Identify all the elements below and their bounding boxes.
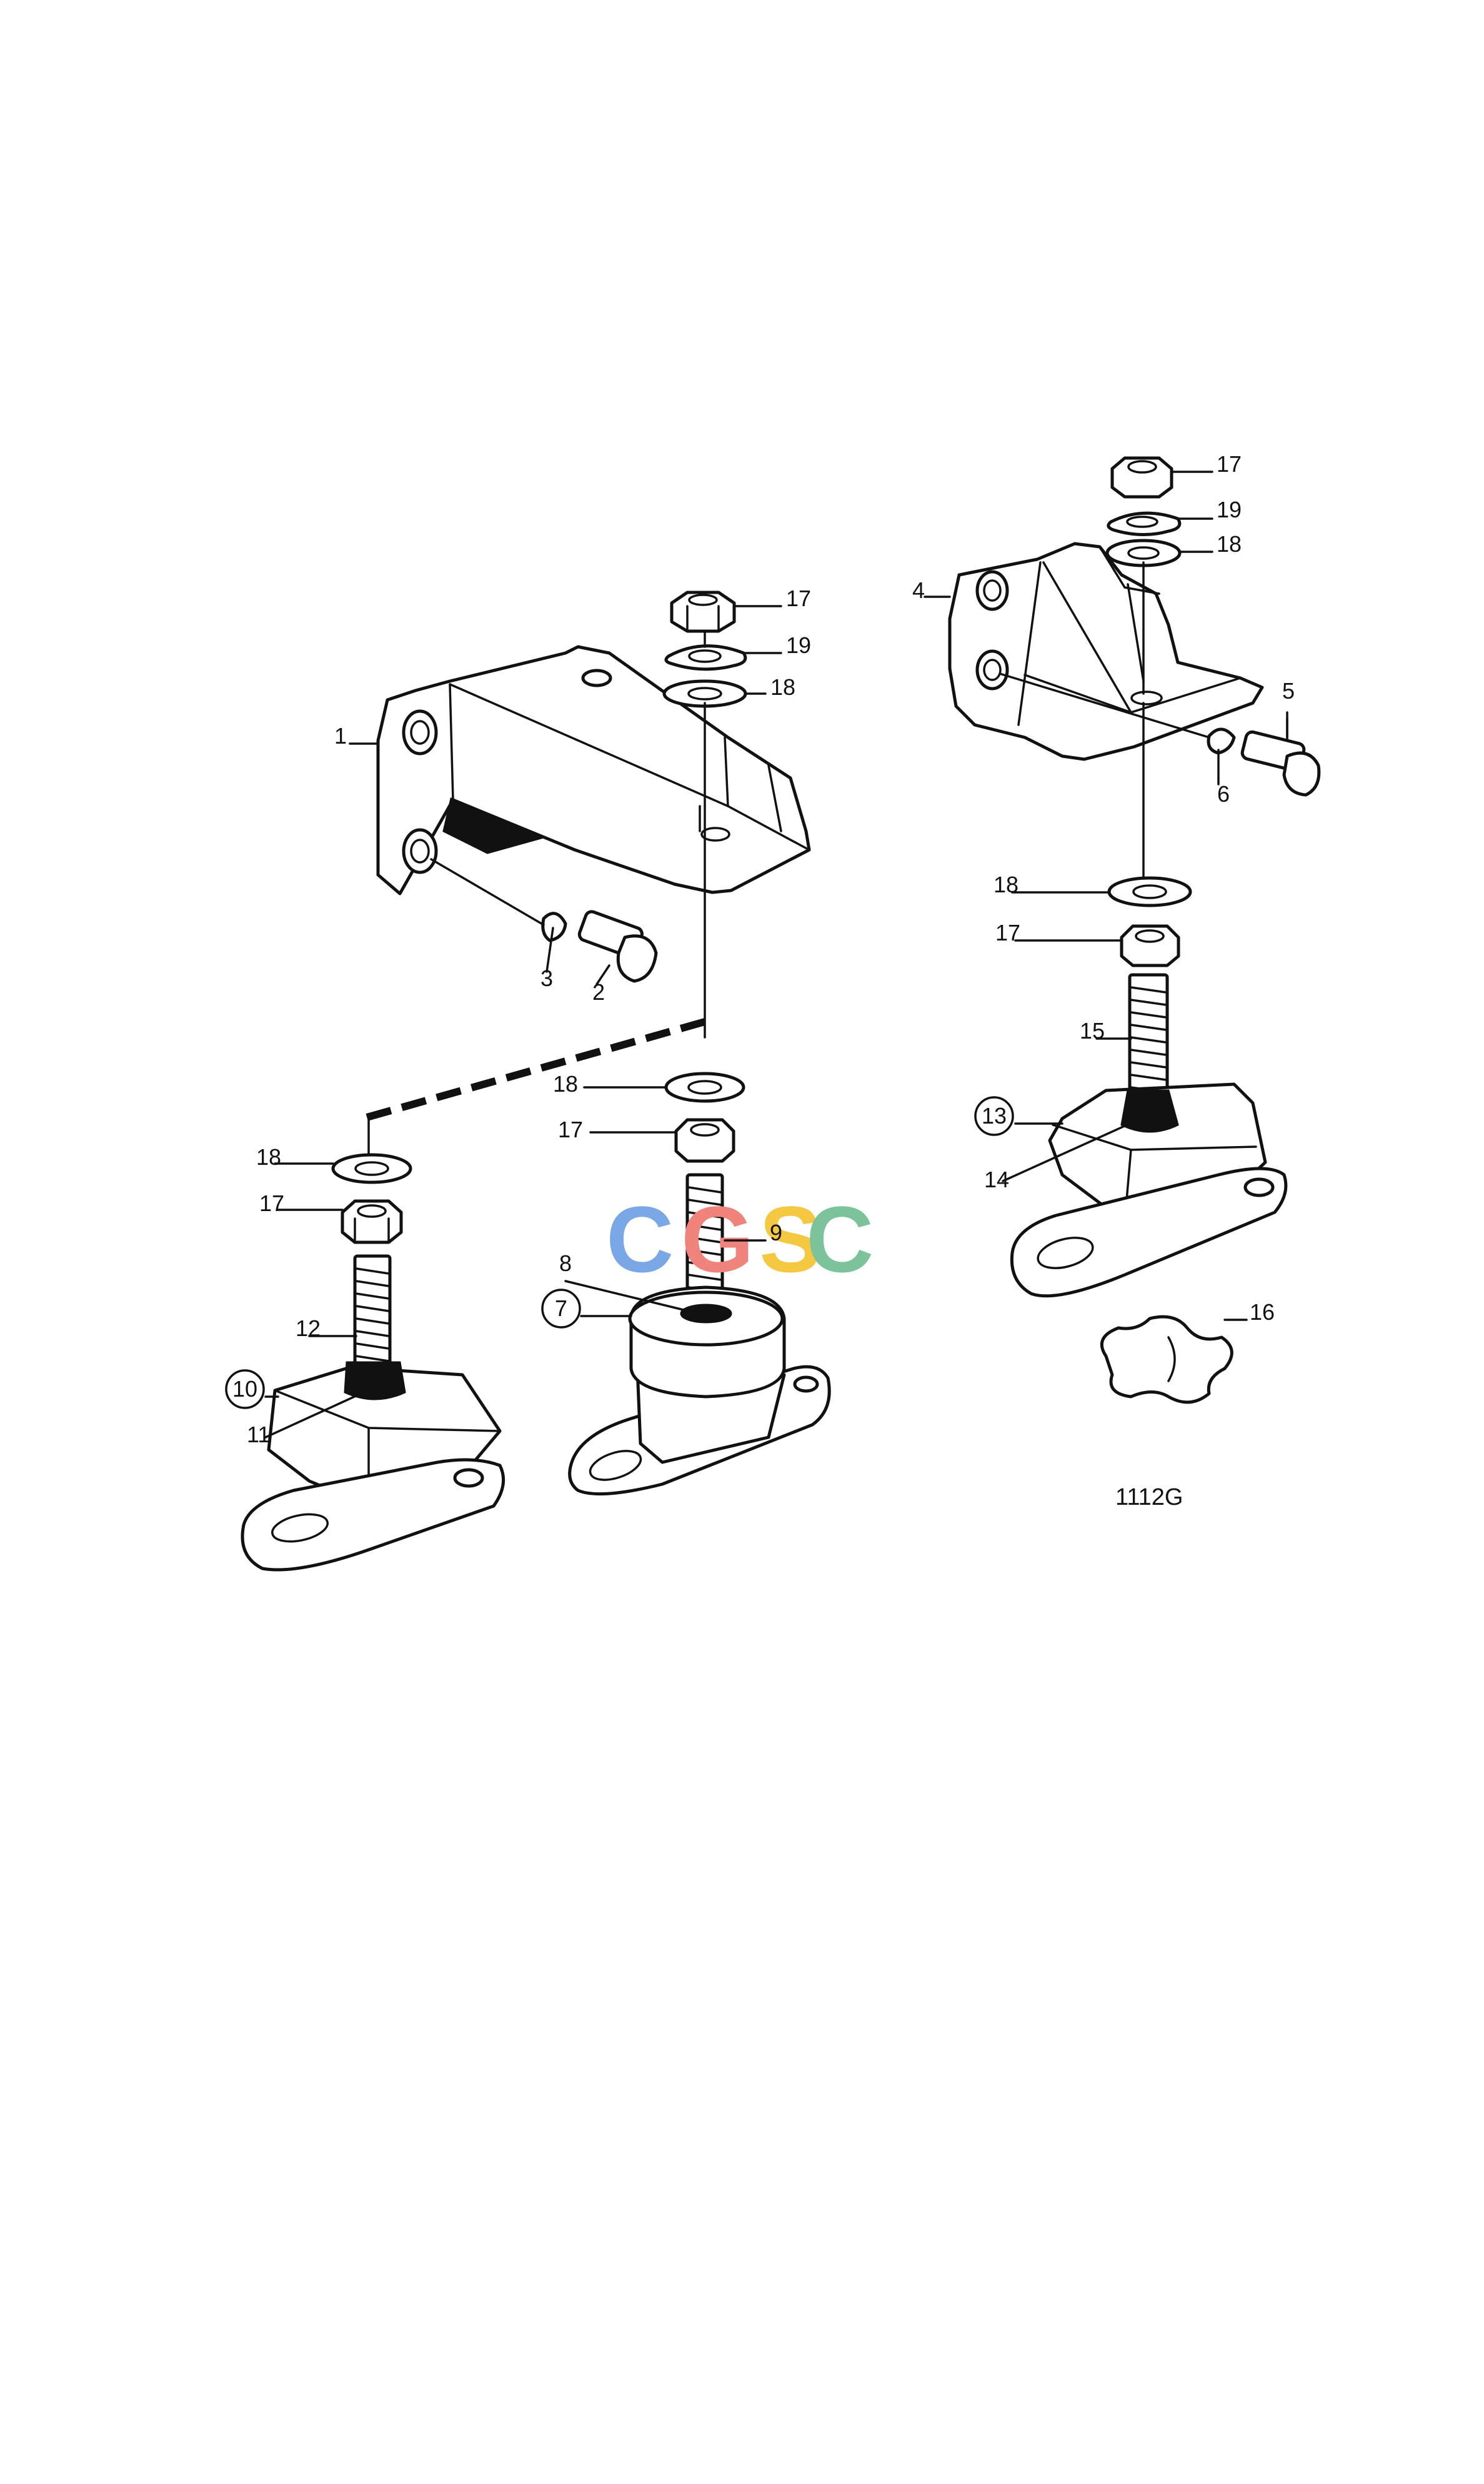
watermark-letter-c1: C <box>606 1187 674 1292</box>
leader-line-2 <box>595 964 610 985</box>
lock-washer-3 <box>430 858 567 951</box>
callout-17: 17 <box>995 920 1020 945</box>
washer-18-center <box>664 1072 745 1103</box>
leader-line-14 <box>1002 1120 1135 1182</box>
callout-10: 10 <box>232 1376 257 1402</box>
nut-17-center <box>674 1118 735 1163</box>
washer-18-left-bottom <box>331 1153 412 1184</box>
nut-17-left-top <box>670 591 736 633</box>
leader-line-11 <box>264 1392 362 1439</box>
callout-4: 4 <box>912 577 925 603</box>
callout-17: 17 <box>786 586 811 611</box>
lock-washer-6 <box>998 672 1236 779</box>
lock-washer-19-left <box>664 644 747 671</box>
callout-19: 19 <box>786 632 811 658</box>
watermark-letter-s: S <box>759 1187 822 1292</box>
callout-2: 2 <box>592 979 605 1005</box>
callout-18: 18 <box>256 1144 281 1170</box>
callout-16: 16 <box>1250 1299 1275 1325</box>
callout-5: 5 <box>1282 678 1295 704</box>
callout-11: 11 <box>247 1422 270 1447</box>
callout-19: 19 <box>1217 497 1242 522</box>
callout-circle-7 <box>541 1289 581 1329</box>
callout-18: 18 <box>1217 531 1242 557</box>
callout-labels: 1234567891011121314151617191818171817171… <box>225 451 1295 1447</box>
callout-17: 17 <box>1217 451 1242 477</box>
callout-6: 6 <box>1217 781 1230 807</box>
callout-8: 8 <box>559 1250 572 1276</box>
leader-lines <box>264 471 1288 1439</box>
rubber-mount-13 <box>1010 1082 1288 1298</box>
rubber-mount-10 <box>241 1361 505 1572</box>
callout-7: 7 <box>555 1295 567 1321</box>
callout-12: 12 <box>296 1315 321 1341</box>
leader-line-3 <box>545 949 551 973</box>
callout-18: 18 <box>553 1071 578 1097</box>
callout-1: 1 <box>334 723 347 749</box>
drawing-number: 1112G <box>1115 1484 1183 1510</box>
callout-14: 14 <box>984 1167 1009 1192</box>
callout-15: 15 <box>1080 1018 1105 1044</box>
nut-17-left-bottom <box>341 1199 403 1244</box>
watermark-cgsc: C G S C <box>606 1187 874 1292</box>
leader-line-8 <box>564 1280 695 1314</box>
callout-circle-10 <box>225 1369 265 1409</box>
callout-circle-13 <box>974 1096 1014 1136</box>
washer-18-right-bottom <box>1107 876 1192 907</box>
rubber-mount-7 <box>568 1285 831 1496</box>
callout-18: 18 <box>770 674 795 700</box>
bolt-2 <box>577 910 658 983</box>
callout-17: 17 <box>558 1117 583 1142</box>
callout-18: 18 <box>993 872 1018 897</box>
nut-17-right-top <box>1110 456 1173 499</box>
callout-17: 17 <box>259 1190 284 1216</box>
callout-13: 13 <box>982 1103 1007 1129</box>
bracket-right <box>948 542 1264 761</box>
adjusting-knob-16 <box>1100 1315 1233 1404</box>
nut-17-right-bottom <box>1120 924 1180 967</box>
callout-9: 9 <box>770 1220 782 1245</box>
washer-18-right-top <box>1105 539 1182 567</box>
lock-washer-19-right <box>1107 511 1182 536</box>
watermark-letter-g: G <box>681 1187 754 1292</box>
bracket-left <box>376 645 811 895</box>
bolt-5 <box>1240 717 1321 797</box>
watermark-letter-c2: C <box>806 1187 874 1292</box>
callout-3: 3 <box>540 965 553 991</box>
